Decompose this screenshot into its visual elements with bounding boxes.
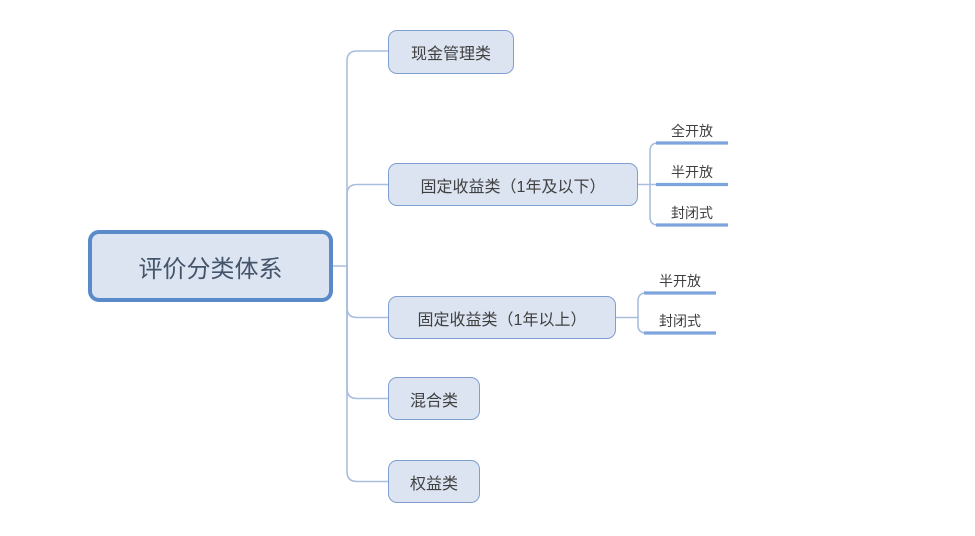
leaf-node-semi-open-b[interactable]: 半开放 (644, 269, 716, 291)
connector-branch-5 (346, 265, 389, 483)
root-node[interactable]: 评价分类体系 (88, 230, 333, 302)
root-node-label: 评价分类体系 (138, 255, 283, 283)
leaf-node-label: 封闭式 (671, 205, 713, 221)
connector-branch-3 (346, 265, 389, 319)
branch-node-mixed[interactable]: 混合类 (388, 377, 480, 420)
connector-branch-2 (346, 183, 389, 267)
branch-node-label: 混合类 (409, 392, 458, 410)
branch-node-equity[interactable]: 权益类 (388, 460, 480, 503)
branch-node-label: 固定收益类（1年及以下） (420, 178, 606, 196)
leaf-node-semi-open-a[interactable]: 半开放 (656, 160, 728, 182)
branch-node-label: 固定收益类（1年以上） (417, 311, 587, 329)
branch-node-label: 现金管理类 (410, 46, 491, 63)
leaf-node-label: 半开放 (671, 164, 713, 180)
leaf-node-label: 封闭式 (659, 313, 701, 329)
branch-node-cash-management[interactable]: 现金管理类 (388, 30, 514, 74)
leaf-node-label: 半开放 (659, 273, 701, 289)
connector-branch-4 (346, 265, 389, 400)
branch-node-fixed-income-1y-under[interactable]: 固定收益类（1年及以下） (388, 163, 638, 206)
leaf-node-fully-open[interactable]: 全开放 (656, 119, 728, 141)
leaf-node-label: 全开放 (671, 123, 713, 139)
leaf-node-closed-a[interactable]: 封闭式 (656, 201, 728, 223)
leaf-node-closed-b[interactable]: 封闭式 (644, 309, 716, 331)
branch-node-label: 权益类 (409, 475, 458, 493)
branch-node-fixed-income-over-1y[interactable]: 固定收益类（1年以上） (388, 296, 616, 339)
connector-branch-1 (346, 50, 389, 267)
